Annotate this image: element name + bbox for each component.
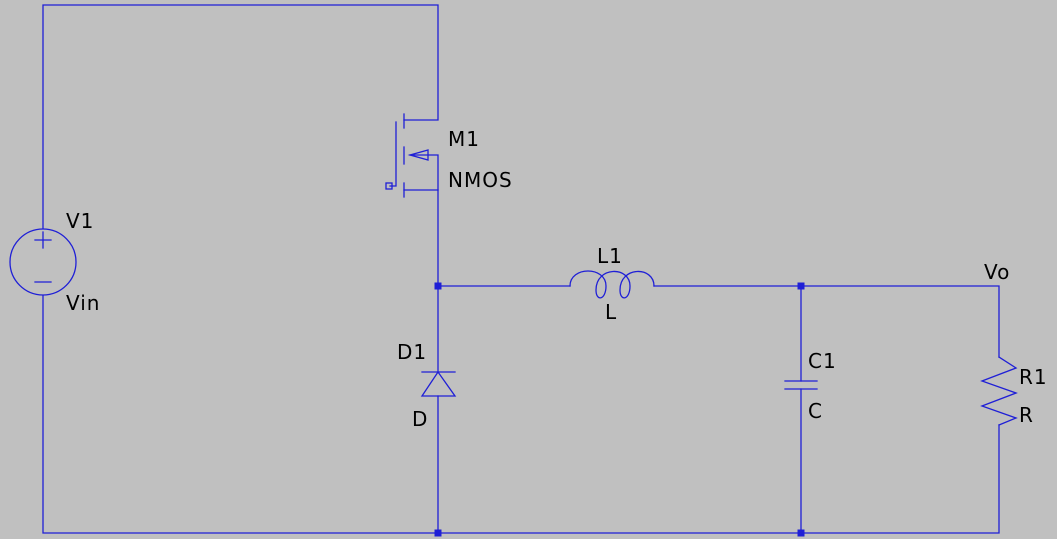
- junction-node-ground-capacitor[interactable]: [797, 529, 805, 537]
- mosfet-gate-pin: [385, 182, 393, 190]
- voltage-source-body: [9, 228, 77, 296]
- wire-mosfet-source-to-switch-node[interactable]: [403, 189, 439, 287]
- capacitor-c1[interactable]: [784, 380, 818, 390]
- v1-name-label[interactable]: V1: [66, 209, 94, 233]
- l1-value-label[interactable]: L: [605, 300, 617, 324]
- wire-vin-return[interactable]: [42, 295, 439, 534]
- plus-sign-icon: [34, 231, 52, 249]
- wire-top-loop[interactable]: [42, 4, 439, 229]
- voltage-source-v1[interactable]: [9, 228, 77, 296]
- r1-name-label[interactable]: R1: [1019, 365, 1048, 389]
- diode-d1[interactable]: [420, 370, 457, 397]
- d1-name-label[interactable]: D1: [397, 340, 427, 364]
- junction-nodes: [434, 282, 805, 537]
- junction-node-ground-diode[interactable]: [434, 529, 442, 537]
- wires: [42, 4, 1000, 534]
- mosfet-body-arrow-icon: [407, 149, 429, 161]
- nmos-transistor-m1[interactable]: [385, 113, 439, 198]
- wire-ground-return[interactable]: [437, 424, 1000, 534]
- m1-value-label[interactable]: NMOS: [448, 168, 513, 192]
- output-net-label[interactable]: Vo: [984, 260, 1010, 284]
- c1-value-label[interactable]: C: [808, 399, 823, 423]
- resistor-r1[interactable]: [980, 356, 1018, 426]
- wire-inductor-to-output[interactable]: [653, 285, 1000, 358]
- junction-node-output[interactable]: [797, 282, 805, 290]
- m1-name-label[interactable]: M1: [448, 127, 480, 151]
- v1-value-label[interactable]: Vin: [66, 291, 100, 315]
- resistor-zigzag: [980, 356, 1018, 426]
- l1-name-label[interactable]: L1: [597, 244, 623, 268]
- r1-value-label[interactable]: R: [1019, 403, 1034, 427]
- inductor-coil: [569, 270, 655, 299]
- d1-value-label[interactable]: D: [412, 407, 428, 431]
- mosfet-body-connection: [409, 154, 439, 191]
- junction-node-switch[interactable]: [434, 282, 442, 290]
- inductor-l1[interactable]: [569, 270, 655, 299]
- c1-name-label[interactable]: C1: [808, 349, 837, 373]
- diode-triangle: [420, 370, 457, 397]
- mosfet-gate: [389, 121, 397, 187]
- labels: V1 Vin M1 NMOS L1 L D1 D C1 C R1 R Vo: [66, 127, 1048, 431]
